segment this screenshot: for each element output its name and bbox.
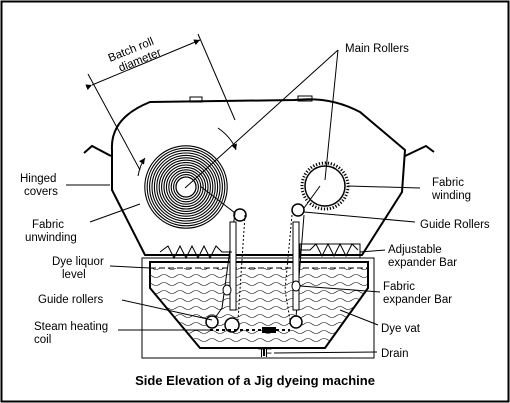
label-dye-liquor-1: Dye liquor bbox=[52, 256, 104, 268]
leader-adjustable-expander bbox=[359, 249, 386, 253]
spring-left bbox=[159, 244, 232, 260]
batch-roll-ring bbox=[151, 152, 221, 222]
leader-fabric-winding bbox=[347, 185, 421, 189]
top-lug-right bbox=[297, 95, 313, 102]
batch-roll-ring bbox=[146, 147, 226, 227]
batch-roll-ring bbox=[149, 150, 223, 224]
leader-guide-rollers-left bbox=[121, 299, 213, 321]
fabric-path-right-down bbox=[284, 214, 293, 321]
dimension-ext-right bbox=[197, 33, 236, 121]
batch-roll-ring bbox=[163, 164, 209, 210]
dimension-ext-left bbox=[87, 73, 141, 171]
label-drain: Drain bbox=[381, 348, 408, 360]
leader-drain bbox=[273, 351, 378, 354]
hinged-cover-right bbox=[404, 144, 435, 157]
machine-housing bbox=[110, 98, 407, 256]
batch-roll-ring bbox=[144, 145, 228, 229]
label-fabric-winding-2: winding bbox=[431, 190, 471, 202]
guide-roller-bottom-left bbox=[205, 315, 219, 329]
fabric-path-left-dotted bbox=[237, 214, 246, 321]
rotation-arrow-left bbox=[137, 157, 146, 177]
top-lug-left bbox=[189, 96, 203, 103]
label-main-rollers: Main Rollers bbox=[345, 43, 409, 55]
label-adjustable-2: expander Bar bbox=[388, 257, 457, 269]
label-dye-vat: Dye vat bbox=[381, 323, 421, 335]
label-hinged-covers-2: covers bbox=[24, 186, 58, 198]
batch-roll-ring bbox=[165, 166, 207, 208]
label-fabric-winding-1: Fabric bbox=[432, 177, 464, 189]
leader-fabric-expander bbox=[299, 285, 381, 293]
expander-bar-right-node bbox=[291, 280, 301, 292]
label-batch-roll-diameter: Batch roll diameter bbox=[107, 36, 164, 75]
batch-roll-ring bbox=[168, 169, 204, 205]
label-fabric-unwinding-1: Fabric bbox=[32, 219, 64, 231]
label-dye-liquor-2: level bbox=[62, 269, 86, 281]
spring-right bbox=[300, 242, 359, 258]
rotation-arrow-top bbox=[217, 127, 237, 151]
hinged-cover-left bbox=[83, 144, 112, 157]
label-adjustable-1: Adjustable bbox=[388, 244, 442, 256]
guide-roller-bottom-right bbox=[289, 315, 303, 329]
fabric-path-right bbox=[303, 185, 321, 209]
label-hinged-covers-1: Hinged bbox=[20, 173, 56, 185]
leader-guide-rollers-right bbox=[303, 211, 416, 223]
figure-caption: Side Elevation of a Jig dyeing machine bbox=[135, 373, 375, 388]
batch-roll-ring bbox=[153, 154, 219, 220]
dye-vat bbox=[149, 261, 369, 349]
label-fabric-unwinding-2: unwinding bbox=[25, 232, 77, 244]
batch-roll-ring bbox=[173, 174, 199, 200]
steam-coil-core bbox=[262, 327, 276, 333]
leader-main-rollers-2 bbox=[324, 49, 339, 181]
batch-roll-ring bbox=[156, 157, 216, 217]
fabric-winding-roll bbox=[304, 165, 346, 207]
expander-bar-right bbox=[292, 221, 300, 311]
label-guide-rollers-left: Guide rollers bbox=[38, 294, 103, 306]
label-fabric-expander-2: expander Bar bbox=[383, 294, 452, 306]
dimension-line bbox=[85, 39, 201, 91]
leader-dye-liquor bbox=[109, 265, 151, 269]
tf-mark: TF bbox=[258, 348, 272, 360]
label-fabric-expander-1: Fabric bbox=[383, 281, 415, 293]
expander-bar-left bbox=[229, 221, 237, 311]
guide-roller-top-right bbox=[291, 203, 305, 217]
expander-bar-left-node bbox=[222, 284, 232, 296]
leader-dye-vat bbox=[339, 309, 379, 326]
spring-bracket-right bbox=[299, 243, 361, 259]
label-guide-rollers-right: Guide Rollers bbox=[420, 219, 490, 231]
guide-roller-bottom-mid bbox=[224, 317, 240, 333]
fabric-path-left bbox=[199, 185, 236, 323]
guide-roller-top-left bbox=[233, 208, 247, 222]
label-steam-1: Steam heating bbox=[34, 321, 108, 333]
batch-roll-ring bbox=[161, 162, 211, 212]
dye-liquor bbox=[151, 268, 367, 346]
outer-tank bbox=[141, 257, 375, 359]
label-steam-2: coil bbox=[34, 334, 51, 346]
leader-main-rollers-1 bbox=[184, 49, 339, 189]
leader-fabric-unwinding bbox=[89, 203, 141, 223]
batch-roll-ring bbox=[158, 159, 214, 215]
